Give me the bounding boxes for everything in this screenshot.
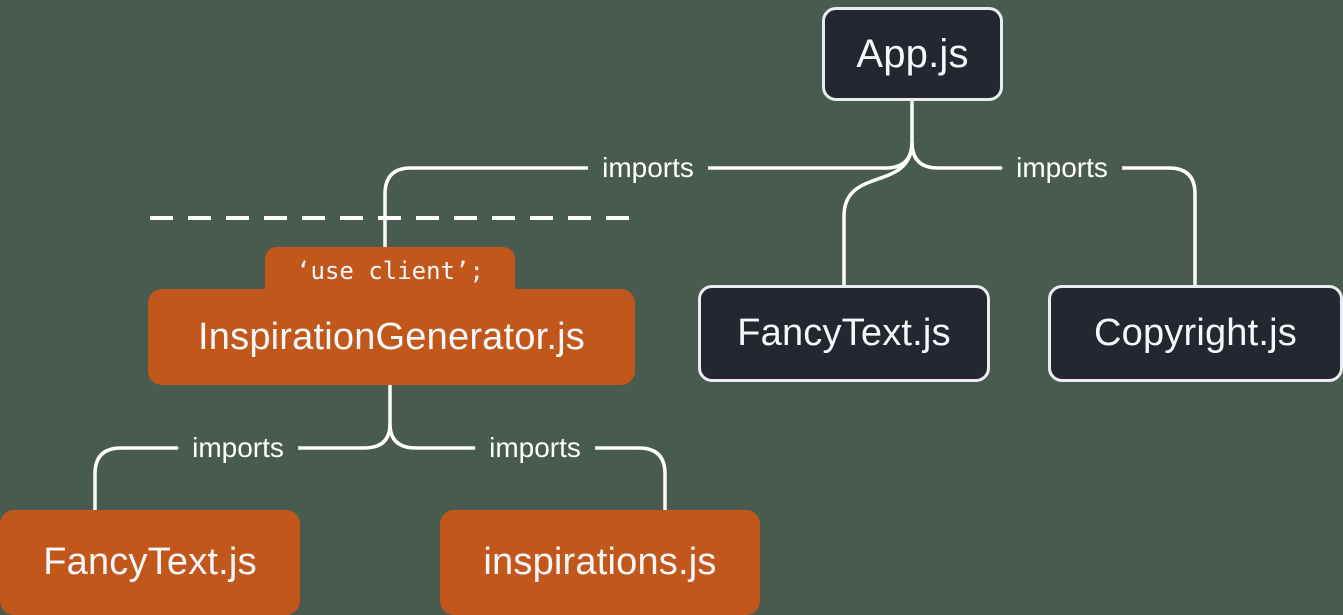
- node-app-js-label: App.js: [856, 31, 969, 76]
- imports-label-app-to-inspiration-generator: imports: [588, 150, 708, 186]
- imports-label-ig-to-fancy-text: imports: [178, 430, 298, 466]
- node-inspirations-js: inspirations.js: [440, 510, 760, 615]
- node-inspirations-js-label: inspirations.js: [483, 541, 717, 583]
- node-fancy-text-js-server: FancyText.js: [698, 285, 990, 382]
- node-fancy-text-js-client-label: FancyText.js: [43, 541, 257, 583]
- edge-app-to-copyright: [910, 141, 1197, 286]
- edge-ig-to-fancy-text: [93, 423, 392, 511]
- node-inspiration-generator-js: InspirationGenerator.js: [148, 289, 635, 385]
- imports-label-ig-to-inspirations: imports: [475, 430, 595, 466]
- node-inspiration-generator-js-label: InspirationGenerator.js: [198, 315, 585, 358]
- imports-label-app-to-copyright: imports: [1002, 150, 1122, 186]
- node-copyright-js-label: Copyright.js: [1093, 312, 1298, 354]
- node-app-js: App.js: [822, 7, 1003, 101]
- use-client-directive-label: ‘use client’;: [296, 257, 484, 285]
- edge-ig-to-inspirations: [388, 423, 667, 511]
- edge-app-to-fancy-text: [842, 141, 914, 286]
- node-fancy-text-js-client: FancyText.js: [0, 510, 300, 615]
- node-copyright-js: Copyright.js: [1048, 285, 1343, 382]
- use-client-directive-tab: ‘use client’;: [265, 247, 515, 295]
- node-fancy-text-js-server-label: FancyText.js: [737, 312, 951, 354]
